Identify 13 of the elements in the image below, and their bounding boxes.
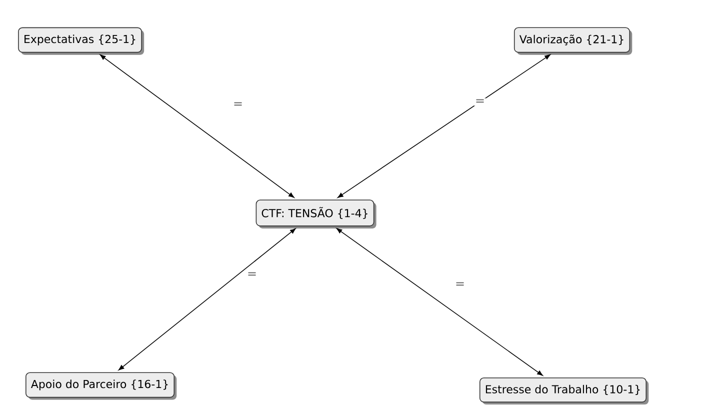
arrow	[336, 228, 543, 376]
process-box: Valorização {21-1}	[514, 27, 632, 55]
arrow	[118, 228, 296, 370]
edge-label: =	[232, 101, 244, 109]
arrow	[338, 54, 550, 198]
edge-label: =	[474, 98, 486, 106]
process-box: CTF: TENSÃO {1-4}	[256, 200, 376, 228]
arrow	[100, 54, 294, 198]
process-box: Apoio do Parceiro {16-1}	[26, 372, 177, 400]
edge-label: =	[246, 271, 258, 279]
edge-label: =	[454, 281, 466, 289]
process-box: Estresse do Trabalho {10-1}	[479, 378, 649, 405]
process-box: Expectativas {25-1}	[18, 27, 144, 55]
